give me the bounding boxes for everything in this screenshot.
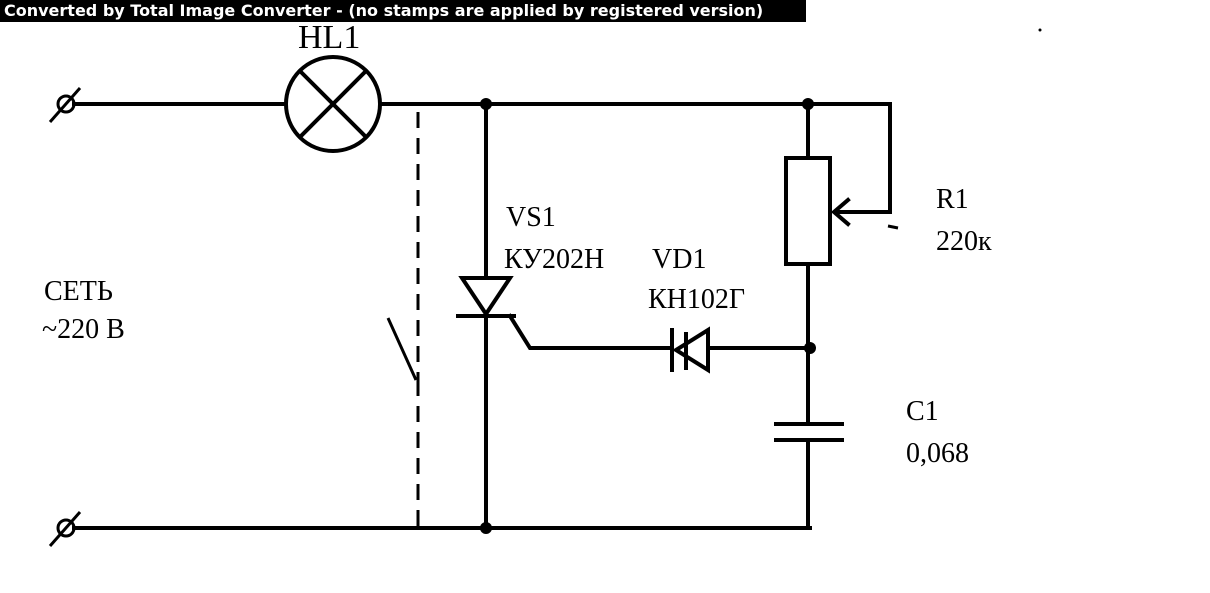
stray-mark	[1038, 28, 1042, 32]
lamp-hl1	[284, 55, 382, 153]
stray-mark	[887, 224, 899, 230]
mains-voltage-label: ~220 В	[42, 314, 125, 345]
thyristor-ref-label: VS1	[506, 202, 556, 233]
junction-dot	[804, 342, 816, 354]
capacitor-value-label: 0,068	[906, 438, 969, 469]
resistor-ref-label: R1	[936, 184, 969, 215]
lamp-label: HL1	[298, 19, 360, 56]
resistor-value-label: 220к	[936, 226, 992, 257]
capacitor-ref-label: C1	[906, 396, 939, 427]
dinistor-part-label: КН102Г	[648, 284, 745, 315]
watermark-banner: Converted by Total Image Converter - (no…	[0, 0, 806, 22]
thyristor-part-label: КУ202Н	[504, 244, 604, 275]
dinistor-ref-label: VD1	[652, 244, 706, 275]
mains-label: СЕТЬ	[44, 276, 113, 307]
switch-contact	[386, 317, 418, 381]
junction-dot	[480, 522, 492, 534]
junction-dot	[802, 98, 814, 110]
thyristor-vs1	[456, 276, 670, 350]
dinistor-vd1	[670, 326, 814, 374]
resistor-r1	[784, 102, 892, 266]
capacitor-c1	[774, 422, 844, 442]
junction-dot	[480, 98, 492, 110]
